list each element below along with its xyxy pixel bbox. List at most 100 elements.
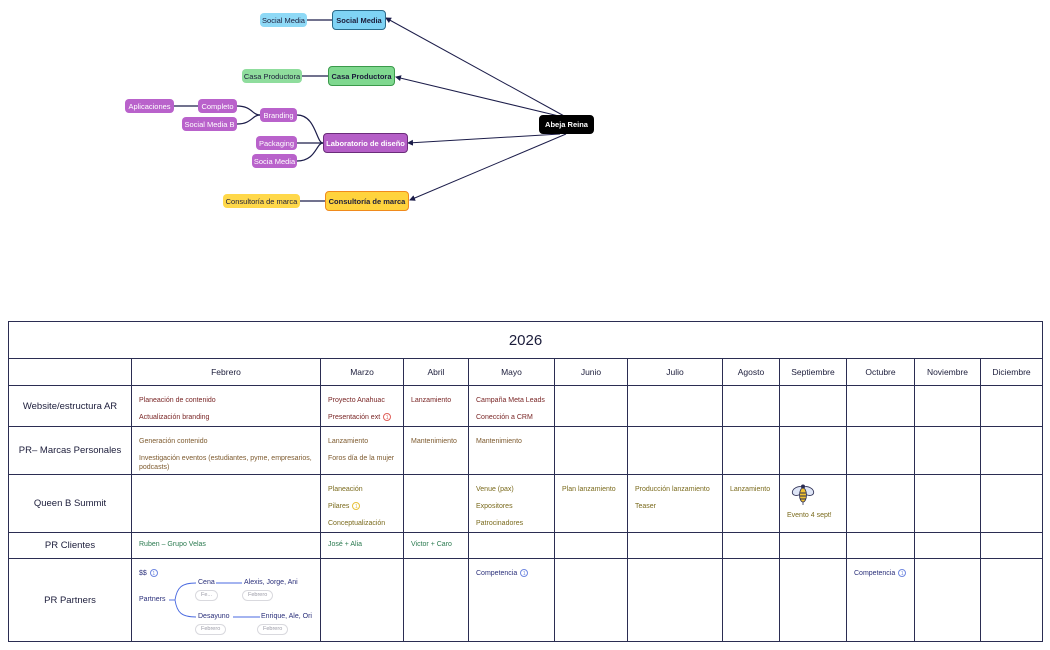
cell-item[interactable]: José + Alia xyxy=(328,541,363,548)
cell[interactable]: Planeación de contenido Actualización br… xyxy=(131,385,321,427)
date-pill[interactable]: Febrero xyxy=(242,590,274,601)
cell[interactable]: Producción lanzamiento Teaser xyxy=(627,474,723,533)
mindmap-node-consultoria[interactable]: Consultoría de marca xyxy=(325,191,409,211)
cell[interactable] xyxy=(914,426,981,475)
mindmap-root-node[interactable]: Abeja Reina xyxy=(539,115,594,134)
cell-item[interactable]: Mantenimiento xyxy=(411,438,457,445)
cell-item[interactable]: Foros día de la mujer xyxy=(328,455,395,462)
cell[interactable] xyxy=(722,558,780,642)
cell[interactable] xyxy=(979,385,1044,427)
cell-item[interactable]: Investigación eventos (estudiantes, pyme… xyxy=(139,455,312,471)
cell[interactable] xyxy=(131,474,321,533)
cell-item[interactable]: Evento 4 sept! xyxy=(787,512,832,519)
cell[interactable]: Mantenimiento xyxy=(403,426,469,475)
cell-item[interactable]: Generación contenido xyxy=(139,438,208,445)
cell[interactable]: Evento 4 sept! xyxy=(779,474,847,533)
cell[interactable] xyxy=(554,385,628,427)
cell-item[interactable]: Proyecto Anahuac xyxy=(328,397,385,404)
cell-item[interactable]: Ruben – Grupo Velas xyxy=(139,541,206,548)
cell-item[interactable]: Planeación de contenido xyxy=(139,397,216,404)
cell-item[interactable]: Actualización branding xyxy=(139,414,210,421)
cell-item[interactable]: Planeación xyxy=(328,486,363,493)
mindmap-leaf-casa-productora[interactable]: Casa Productora xyxy=(242,69,302,83)
partners-target[interactable]: Alexis, Jorge, Ani xyxy=(244,579,298,586)
partners-branch-desayuno[interactable]: Desayuno xyxy=(198,613,230,620)
cell[interactable]: Plan lanzamiento xyxy=(554,474,628,533)
mindmap-node-social-media[interactable]: Social Media xyxy=(332,10,386,30)
date-pill[interactable]: Febrero xyxy=(257,624,289,635)
cell[interactable]: Ruben – Grupo Velas xyxy=(131,532,321,559)
cell[interactable] xyxy=(779,532,847,559)
cell[interactable]: $$1 Partners Cena Fe... Alexis, Jorge, A… xyxy=(131,558,321,642)
cell[interactable] xyxy=(722,532,780,559)
cell[interactable]: Generación contenido Investigación event… xyxy=(131,426,321,475)
cell[interactable]: Victor + Caro xyxy=(403,532,469,559)
cell[interactable] xyxy=(846,426,915,475)
cell[interactable] xyxy=(979,426,1044,475)
cell[interactable] xyxy=(846,532,915,559)
mindmap-leaf-social-media[interactable]: Social Media xyxy=(260,13,307,27)
cell-item[interactable]: Teaser xyxy=(635,503,657,510)
mindmap-leaf-packaging[interactable]: Packaging xyxy=(256,136,297,150)
comment-count-badge[interactable]: 1 xyxy=(149,569,158,578)
cell-item[interactable]: Patrocinadores xyxy=(476,520,524,527)
mindmap-leaf-branding[interactable]: Branding xyxy=(260,108,297,122)
cell[interactable] xyxy=(403,474,469,533)
cell[interactable] xyxy=(779,558,847,642)
cell[interactable]: Campaña Meta Leads Conección a CRM xyxy=(468,385,555,427)
cell[interactable] xyxy=(914,558,981,642)
mindmap-leaf-socia-media[interactable]: Socia Media xyxy=(252,154,297,168)
cell[interactable] xyxy=(468,532,555,559)
cell[interactable] xyxy=(979,558,1044,642)
date-pill[interactable]: Febrero xyxy=(195,624,227,635)
cell-item[interactable]: Conección a CRM xyxy=(476,414,533,421)
cell[interactable] xyxy=(627,385,723,427)
cell[interactable] xyxy=(554,558,628,642)
date-pill[interactable]: Fe... xyxy=(195,590,219,601)
cell[interactable]: Lanzamiento xyxy=(403,385,469,427)
cell[interactable] xyxy=(779,426,847,475)
mindmap-leaf-completo[interactable]: Completo xyxy=(198,99,237,113)
cell[interactable] xyxy=(722,385,780,427)
cell-item[interactable]: Campaña Meta Leads xyxy=(476,397,545,404)
cell[interactable] xyxy=(779,385,847,427)
cell-item[interactable]: Mantenimiento xyxy=(476,438,522,445)
cell-item[interactable]: $$1 xyxy=(139,565,313,582)
mindmap-leaf-social-media-b[interactable]: Social Media B xyxy=(182,117,237,131)
cell-item[interactable]: Plan lanzamiento xyxy=(562,486,616,493)
cell[interactable] xyxy=(320,558,404,642)
cell[interactable] xyxy=(979,474,1044,533)
partners-root[interactable]: Partners xyxy=(139,596,166,603)
cell-item[interactable]: Producción lanzamiento xyxy=(635,486,710,493)
cell[interactable] xyxy=(403,558,469,642)
cell[interactable] xyxy=(914,532,981,559)
cell[interactable] xyxy=(846,474,915,533)
cell[interactable]: José + Alia xyxy=(320,532,404,559)
cell-item[interactable]: Lanzamiento xyxy=(328,438,369,445)
cell[interactable] xyxy=(627,532,723,559)
cell[interactable]: Venue (pax) Expositores Patrocinadores xyxy=(468,474,555,533)
comment-count-badge[interactable]: 1 xyxy=(520,569,529,578)
cell[interactable] xyxy=(627,426,723,475)
cell[interactable] xyxy=(554,426,628,475)
partners-target[interactable]: Enrique, Ale, Ori xyxy=(261,613,312,620)
comment-count-badge[interactable]: 1 xyxy=(383,413,392,422)
cell-item[interactable]: Conceptualización xyxy=(328,520,386,527)
cell-item[interactable]: Venue (pax) xyxy=(476,486,514,493)
cell-item[interactable]: Lanzamiento xyxy=(730,486,771,493)
cell[interactable] xyxy=(914,385,981,427)
comment-count-badge[interactable]: 1 xyxy=(898,569,907,578)
cell[interactable]: Mantenimiento xyxy=(468,426,555,475)
mindmap-leaf-aplicaciones[interactable]: Aplicaciones xyxy=(125,99,174,113)
mindmap-node-laboratorio[interactable]: Laboratorio de diseño xyxy=(323,133,408,153)
partners-branch-cena[interactable]: Cena xyxy=(198,579,215,586)
cell[interactable]: Lanzamiento Foros día de la mujer xyxy=(320,426,404,475)
cell-item[interactable]: Victor + Caro xyxy=(411,541,452,548)
cell-item[interactable]: Expositores xyxy=(476,503,513,510)
